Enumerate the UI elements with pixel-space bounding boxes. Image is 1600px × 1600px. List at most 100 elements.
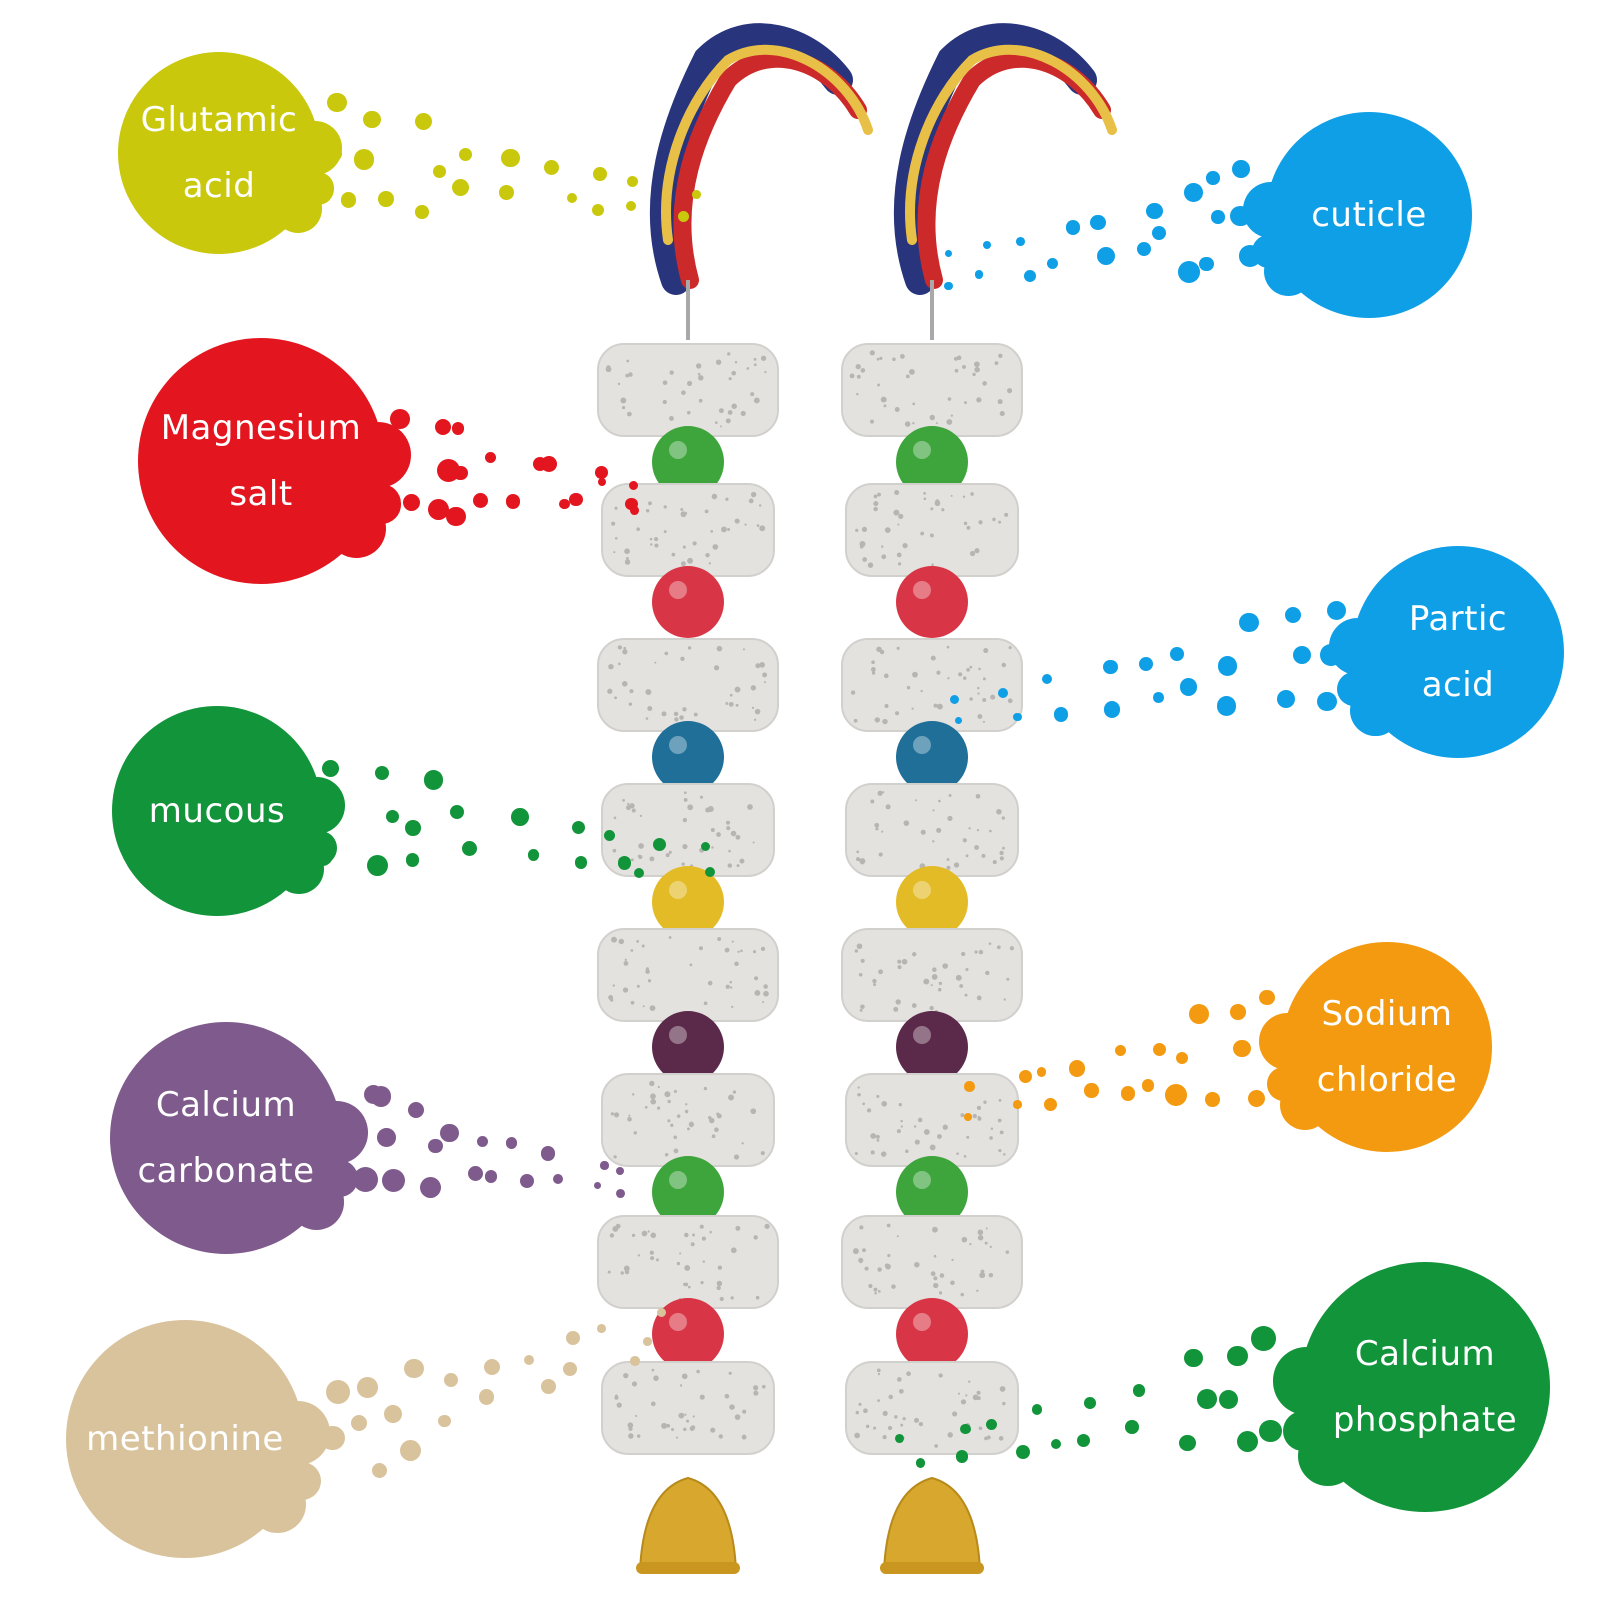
stone-speckle xyxy=(727,527,731,531)
trail-dot xyxy=(317,797,334,813)
trail-dot xyxy=(1183,183,1203,203)
stone-speckle xyxy=(682,707,687,712)
bead-highlight xyxy=(913,1026,931,1044)
stone-speckle xyxy=(719,425,722,428)
stone-speckle xyxy=(624,958,627,961)
pumice-stone-icon xyxy=(841,343,1023,437)
stone-speckle xyxy=(932,967,937,973)
wooden-bead-icon xyxy=(896,566,968,638)
stone-speckle xyxy=(858,972,863,977)
rope-strand xyxy=(661,44,873,245)
stone-speckle xyxy=(895,999,901,1005)
stone-speckle xyxy=(891,1284,896,1289)
stone-speckle xyxy=(950,414,954,417)
bell-icon xyxy=(638,1476,738,1571)
trail-dot xyxy=(591,203,604,217)
stone-speckle xyxy=(657,1085,660,1089)
pumice-stone-icon xyxy=(597,1215,779,1309)
trail-dot xyxy=(511,808,529,826)
stone-speckle xyxy=(871,671,876,675)
stone-speckle xyxy=(885,804,891,810)
stone-speckle xyxy=(999,1130,1004,1135)
stone-speckle xyxy=(1001,662,1007,668)
stone-speckle xyxy=(874,822,880,828)
magnesium-salt-label-line1: Magnesium xyxy=(160,408,362,448)
trail-dot xyxy=(1183,1348,1203,1368)
stone-speckle xyxy=(614,696,617,700)
stone-speckle xyxy=(998,520,1002,524)
stone-speckle xyxy=(904,421,911,427)
stone-speckle xyxy=(614,1395,619,1400)
stone-speckle xyxy=(736,864,740,868)
stone-speckle xyxy=(957,1392,961,1395)
stone-speckle xyxy=(960,1399,967,1405)
stone-speckle xyxy=(938,1373,943,1378)
trail-dot xyxy=(1084,1083,1099,1098)
stone-speckle xyxy=(687,646,692,650)
stone-speckle xyxy=(687,1285,691,1289)
stone-speckle xyxy=(870,667,876,672)
trail-dot xyxy=(427,499,449,521)
stone-speckle xyxy=(953,862,960,868)
trail-dot xyxy=(434,418,452,435)
stone-speckle xyxy=(875,1134,880,1139)
stone-speckle xyxy=(611,936,617,943)
stone-speckle xyxy=(631,1093,635,1096)
stone-speckle xyxy=(977,1234,984,1241)
stone-speckle xyxy=(711,493,718,500)
stone-speckle xyxy=(939,1273,945,1278)
stone-speckle xyxy=(875,827,879,831)
stone-speckle xyxy=(734,518,740,524)
stone-speckle xyxy=(698,375,704,381)
wooden-bead-icon xyxy=(896,1156,968,1228)
stone-speckle xyxy=(653,1375,659,1381)
mucous-label: mucous xyxy=(148,791,286,831)
stone-speckle xyxy=(636,527,641,531)
stone-speckle xyxy=(859,1008,863,1012)
stone-speckle xyxy=(877,790,883,796)
trail-dot xyxy=(1068,1060,1086,1077)
stone-speckle xyxy=(870,1133,877,1139)
bead-highlight xyxy=(669,581,687,599)
trail-dot xyxy=(1152,1042,1167,1056)
stone-speckle xyxy=(854,949,859,953)
stone-speckle xyxy=(651,1368,655,1372)
trail-dot xyxy=(629,505,639,515)
stone-speckle xyxy=(711,846,714,849)
trail-dot xyxy=(894,1434,904,1443)
trail-dot xyxy=(1248,1089,1266,1107)
trail-dot xyxy=(634,867,645,878)
trail-dot xyxy=(567,193,578,204)
stone-speckle xyxy=(631,808,636,813)
stone-speckle xyxy=(728,377,732,381)
pumice-stone-icon xyxy=(597,928,779,1022)
wooden-bead-icon xyxy=(896,721,968,793)
trail-dot xyxy=(1276,689,1296,709)
stone-speckle xyxy=(673,711,679,717)
stone-speckle xyxy=(901,958,908,965)
stone-speckle xyxy=(727,863,733,868)
trail-dot xyxy=(403,1358,424,1379)
stone-speckle xyxy=(1003,1153,1006,1156)
stone-speckle xyxy=(898,1102,902,1107)
stone-speckle xyxy=(852,1248,859,1255)
stone-speckle xyxy=(682,844,688,850)
stone-speckle xyxy=(724,1393,730,1399)
stone-speckle xyxy=(936,670,941,675)
stone-speckle xyxy=(849,373,855,379)
stone-speckle xyxy=(622,649,628,655)
wooden-bead-icon xyxy=(896,1011,968,1083)
stone-speckle xyxy=(645,969,650,974)
stone-speckle xyxy=(962,676,967,680)
stone-speckle xyxy=(998,353,1003,359)
stone-speckle xyxy=(896,552,902,558)
trail-dot xyxy=(1197,1389,1218,1410)
stone-speckle xyxy=(918,1422,924,1427)
stone-speckle xyxy=(990,694,996,700)
stone-speckle xyxy=(1004,512,1009,517)
stone-speckle xyxy=(974,361,980,368)
stone-speckle xyxy=(699,1224,704,1229)
trail-dot xyxy=(1216,695,1237,716)
stone-speckle xyxy=(873,494,878,499)
stone-speckle xyxy=(718,1434,723,1439)
